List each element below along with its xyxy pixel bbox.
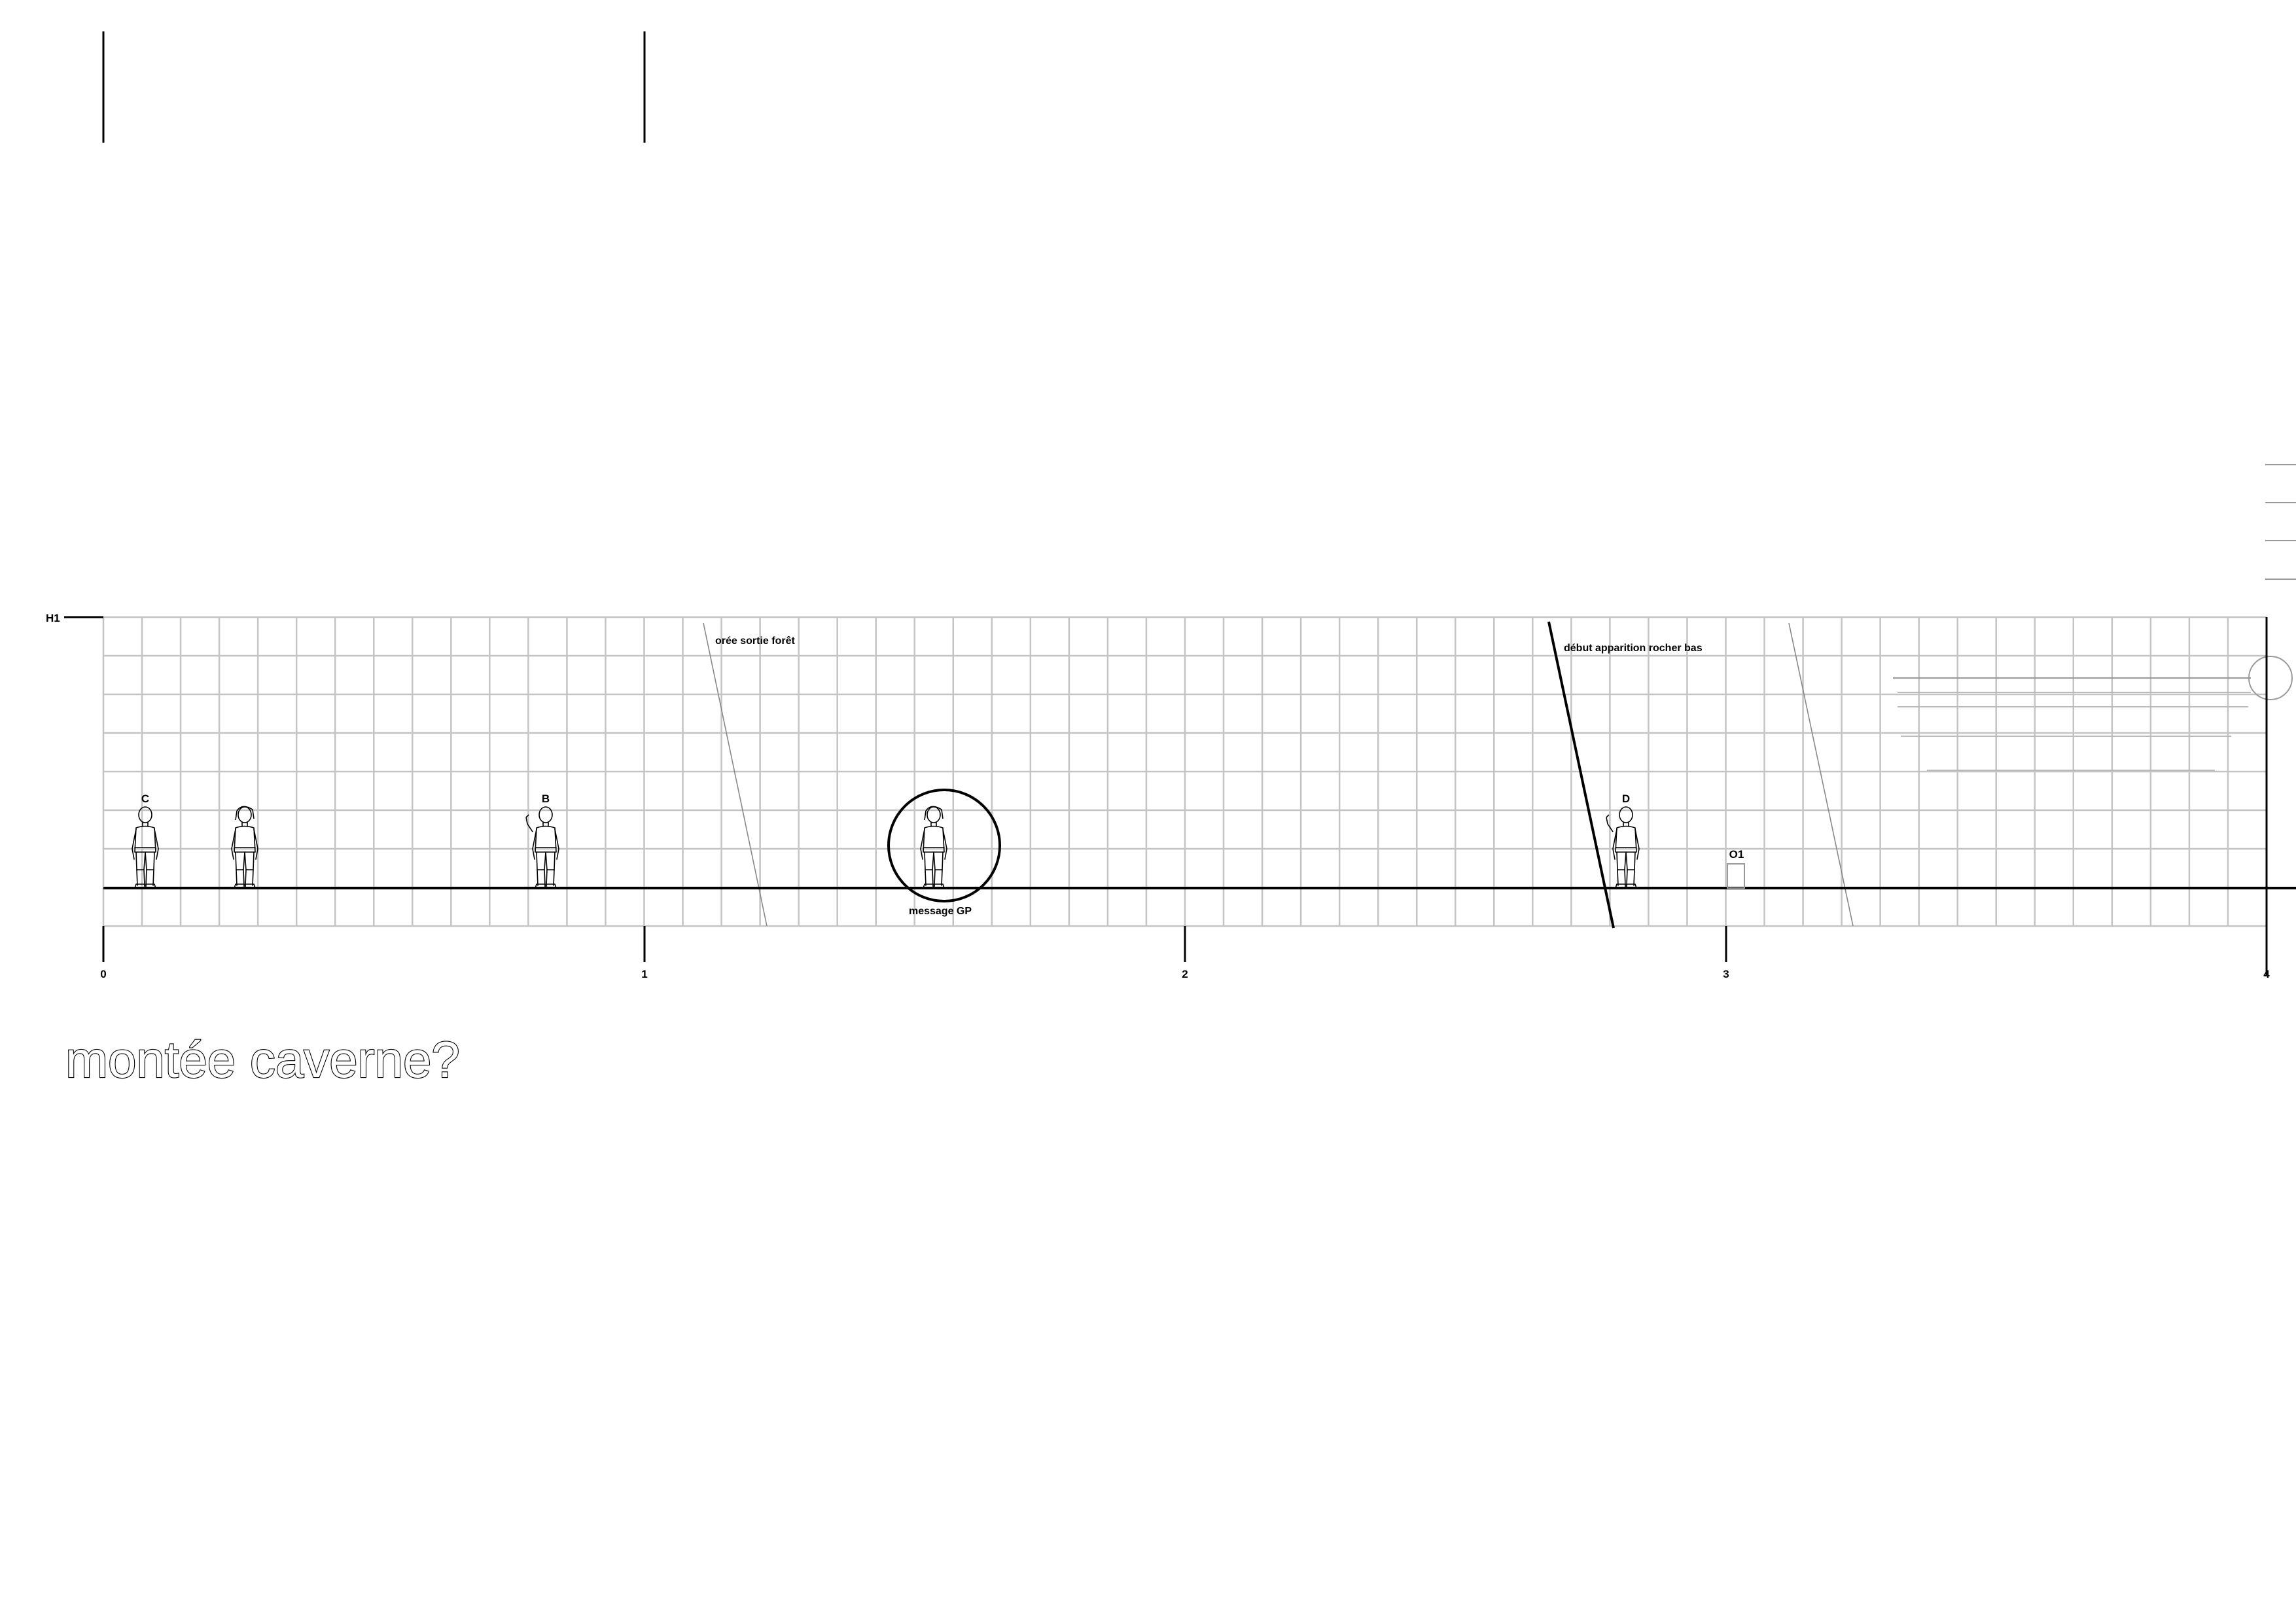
character-b: B [526,793,559,888]
ruler-tick-1: 1 [641,968,647,980]
edge-circle [2248,656,2293,700]
zone-divider-2 [1547,621,1615,929]
highlight-circle [887,789,1001,902]
character-unlabeled [232,806,258,888]
zone-divider-1 [703,622,768,927]
ruler-tick-3: 3 [1723,968,1729,980]
time-ruler [102,926,2268,962]
character-d-label: D [1622,793,1630,805]
ruler-tick-4: 4 [2263,968,2270,980]
ruler-tick-0: 0 [100,968,106,980]
page-title: montée caverne? [65,1031,460,1088]
ruler-tick-2: 2 [1182,968,1188,980]
level-label: H1 [46,612,60,624]
character-c-label: C [141,793,149,805]
distant-lines [1893,677,2251,771]
character-c: C [132,793,159,889]
zone-label-1: orée sortie forêt [715,635,795,647]
character-gp: message GP [887,789,1001,917]
object-o1-label: O1 [1729,848,1744,861]
object-o1: O1 [1727,848,1745,889]
zone-label-2: début apparition rocher bas [1564,643,1703,654]
character-b-label: B [542,793,550,805]
zone-divider-3 [1788,622,1854,927]
edge-ticks [2265,464,2296,580]
grid [102,616,2268,927]
circled-message-label: message GP [909,906,972,917]
character-d: D [1606,793,1639,888]
